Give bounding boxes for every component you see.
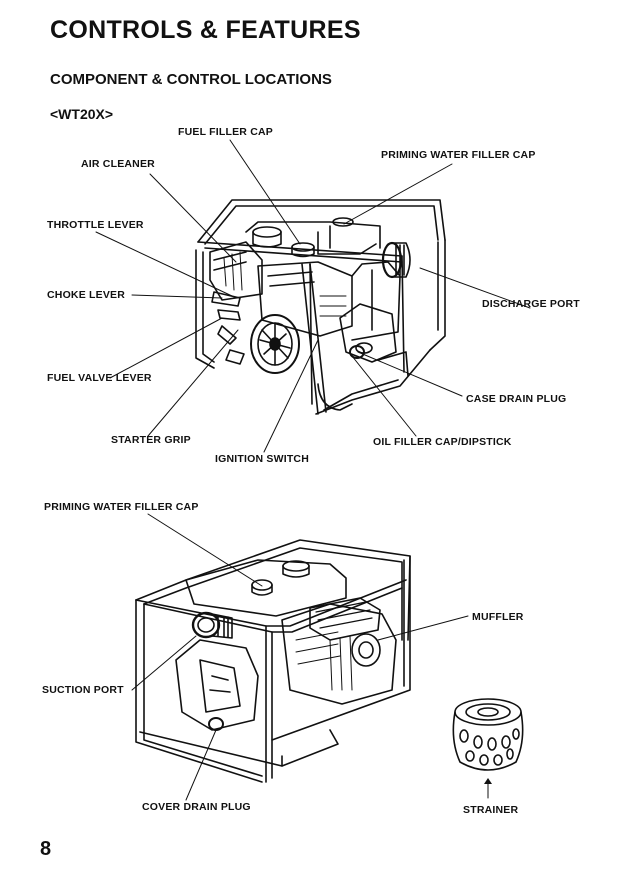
label-fuel-filler-cap: FUEL FILLER CAP [178,126,273,138]
leader-lines [96,140,530,800]
label-suction-port: SUCTION PORT [42,684,124,696]
label-ignition-switch: IGNITION SWITCH [215,453,309,465]
label-muffler: MUFFLER [472,611,524,623]
label-priming-water-filler-cap-1: PRIMING WATER FILLER CAP [381,149,536,161]
strainer-drawing [453,699,522,770]
pump-front-view [196,200,445,414]
label-strainer: STRAINER [463,804,519,816]
label-starter-grip: STARTER GRIP [111,434,191,446]
label-discharge-port: DISCHARGE PORT [482,298,580,310]
page-number: 8 [40,838,52,860]
label-case-drain-plug: CASE DRAIN PLUG [466,393,567,405]
section-subtitle: COMPONENT & CONTROL LOCATIONS [50,71,332,88]
model-name: <WT20X> [50,106,114,122]
label-cover-drain-plug: COVER DRAIN PLUG [142,801,251,813]
label-fuel-valve-lever: FUEL VALVE LEVER [47,372,152,384]
page-title: CONTROLS & FEATURES [50,16,361,44]
label-oil-filler-cap: OIL FILLER CAP/DIPSTICK [373,436,512,448]
label-air-cleaner: AIR CLEANER [81,158,155,170]
pump-rear-view [136,540,410,782]
label-priming-water-filler-cap-2: PRIMING WATER FILLER CAP [44,501,199,513]
label-choke-lever: CHOKE LEVER [47,289,126,301]
label-throttle-lever: THROTTLE LEVER [47,219,144,231]
